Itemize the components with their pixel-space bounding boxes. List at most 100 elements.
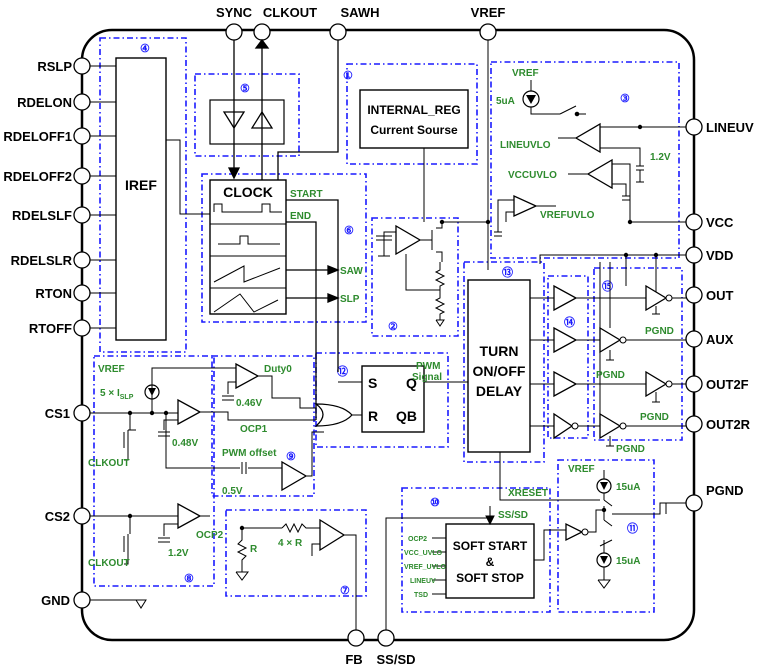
pin-lineuv[interactable]: LINEUV (685, 118, 754, 136)
15ua-source-bottom (596, 552, 612, 589)
pin-gnd[interactable]: GND (41, 591, 91, 609)
block-number-2: ② (388, 321, 398, 333)
pin-aux[interactable]: AUX (685, 330, 734, 348)
pgnd-label-3: PGND (640, 412, 669, 423)
pin-rton[interactable]: RTON (35, 284, 91, 302)
ocp1-comparator (177, 398, 202, 426)
latch-r-label: R (368, 408, 378, 424)
pin-rdelon[interactable]: RDELON (17, 93, 91, 111)
soft-label-2: & (486, 555, 495, 569)
r-label: R (250, 544, 258, 555)
saw-label: SAW (340, 266, 363, 277)
pin-rslp[interactable]: RSLP (37, 57, 91, 75)
block-number-9: ⑨ (286, 451, 296, 463)
v05-label: 0.5V (222, 486, 243, 497)
soft-start-block (445, 523, 535, 599)
pin-cs1[interactable]: CS1 (45, 404, 91, 422)
clock-block (209, 179, 287, 315)
driver-wires (539, 254, 686, 447)
ocp2-label: OCP2 (196, 530, 224, 541)
15ua-label-1: 15uA (616, 482, 640, 493)
15ua-label-2: 15uA (616, 556, 640, 567)
inverter-out2r (553, 412, 574, 440)
pwm-comparator (281, 460, 308, 492)
pin-label-rton: RTON (35, 286, 72, 301)
pin-label-sync: SYNC (216, 5, 253, 20)
turn-label-3: DELAY (476, 383, 523, 399)
soft-in-tsd: TSD (414, 592, 428, 599)
pin-vref[interactable]: VREF (471, 5, 506, 41)
pin-label-vdd: VDD (706, 248, 733, 263)
junction-dots (127, 124, 659, 531)
internal-reg-block (359, 89, 469, 149)
block-number-6: ⑥ (344, 225, 354, 237)
block-6-boundary (201, 173, 367, 323)
pin-clkout[interactable]: CLKOUT (253, 5, 317, 41)
pwm-wires (208, 431, 324, 477)
turn-delay-block (467, 279, 531, 453)
driver-out2f-bubble (665, 380, 673, 388)
pin-out[interactable]: OUT (685, 286, 734, 304)
pin-cs2[interactable]: CS2 (45, 507, 91, 525)
iref-block (115, 57, 167, 341)
v048-label: 0.48V (172, 438, 198, 449)
block-number-3: ③ (620, 93, 630, 105)
vccuvlo-comparator (586, 158, 613, 190)
pwm-signal-label-1: PWM (416, 361, 440, 372)
cs-islp-label: 5 × ISLP (100, 388, 134, 401)
pin-label-pgnd: PGND (706, 483, 744, 498)
block-7-boundary (225, 509, 367, 597)
buffer-out (553, 284, 578, 312)
soft-input-wires (385, 452, 600, 630)
block-2-boundary (371, 217, 459, 337)
pin-label-ss-sd: SS/SD (376, 652, 415, 667)
ss-inverter-bubble (581, 528, 589, 536)
block-number-8: ⑧ (184, 573, 194, 585)
soft-in-vref-uvlo: VREF_UVLO (404, 564, 447, 571)
pin-vdd[interactable]: VDD (685, 246, 733, 264)
pin-label-rdelon: RDELON (17, 95, 72, 110)
pin-label-lineuv: LINEUV (706, 120, 754, 135)
block-number-12: ⑫ (337, 364, 348, 378)
pwm-offset-label: PWM offset (222, 448, 277, 459)
sync-buffer-box (209, 99, 285, 145)
pin-rdelslf[interactable]: RDELSLF (12, 206, 91, 224)
v12-cs2-label: 1.2V (168, 548, 189, 559)
pin-fb[interactable]: FB (345, 629, 365, 667)
pin-rtoff[interactable]: RTOFF (29, 319, 91, 337)
clock-label: CLOCK (223, 184, 273, 200)
pin-sync[interactable]: SYNC (216, 5, 253, 41)
driver-out-bubble (665, 294, 673, 302)
pin-vcc[interactable]: VCC (685, 213, 734, 231)
pin-ss-sd[interactable]: SS/SD (376, 629, 416, 667)
slp-label: SLP (340, 294, 360, 305)
clock-out-wires (286, 199, 340, 420)
pin-label-fb: FB (345, 652, 362, 667)
soft-label-3: SOFT STOP (456, 571, 524, 585)
pin-label-out: OUT (706, 288, 734, 303)
pin-out2f[interactable]: OUT2F (685, 375, 749, 393)
block-5-boundary (194, 73, 300, 157)
pin-label-cs2: CS2 (45, 509, 70, 524)
block-number-14: ⑭ (564, 315, 575, 329)
regulator-opamp (395, 224, 422, 256)
pin-rdelslr[interactable]: RDELSLR (11, 251, 91, 269)
cs-islp-prefix: 5 × I (100, 388, 120, 399)
duty0-comparator (235, 362, 260, 390)
pin-rdeloff2[interactable]: RDELOFF2 (3, 167, 91, 185)
block-11-boundary (557, 459, 655, 613)
pin-sawh[interactable]: SAWH (329, 5, 380, 41)
15ua-source-top (596, 470, 612, 494)
block-number-11: ⑪ (627, 521, 638, 535)
v046-label: 0.46V (236, 398, 262, 409)
latch-q-label: Q (406, 375, 417, 391)
iref-label: IREF (125, 177, 157, 193)
pin-rdeloff1[interactable]: RDELOFF1 (3, 127, 91, 145)
clkout-label-1: CLKOUT (88, 458, 130, 469)
ss-sd-label: SS/SD (498, 510, 528, 521)
pin-out2r[interactable]: OUT2R (685, 415, 751, 433)
xreset-label: XRESET (508, 488, 548, 499)
vrefuvlo-comparator (513, 194, 538, 218)
